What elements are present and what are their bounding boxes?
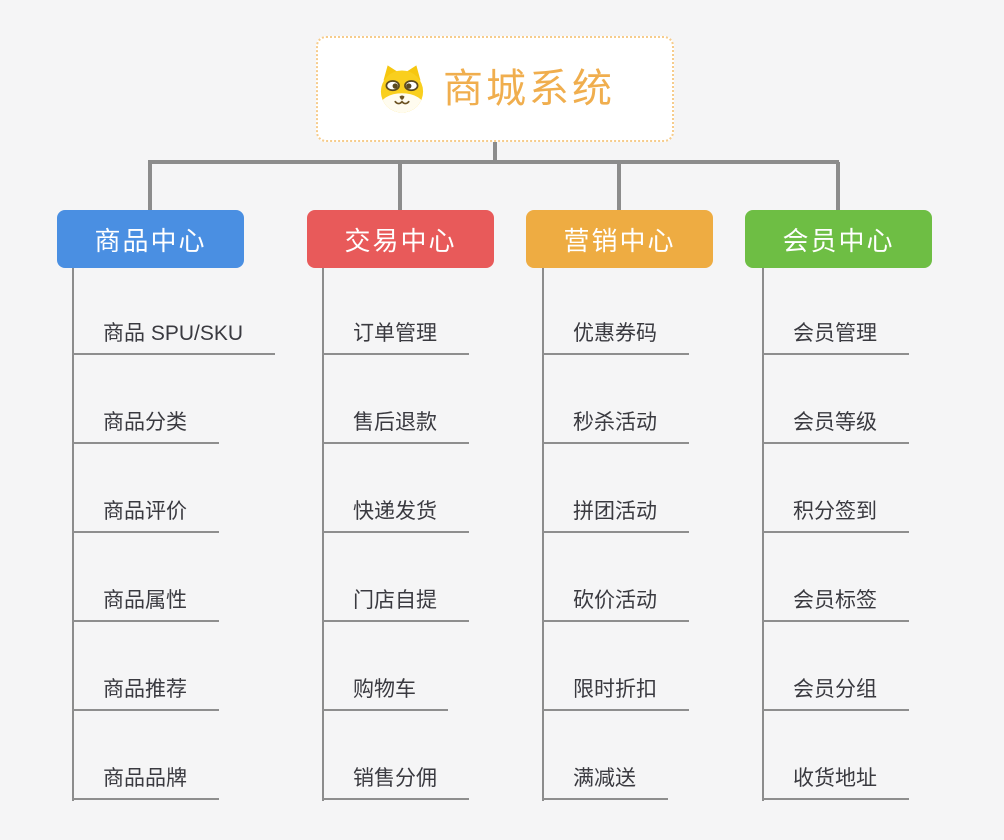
leaf-node[interactable]: 商品推荐 [72, 675, 219, 711]
leaf-node[interactable]: 收货地址 [762, 764, 909, 800]
leaf-node[interactable]: 积分签到 [762, 497, 909, 533]
leaf-node[interactable]: 会员管理 [762, 319, 909, 355]
root-title: 商城系统 [443, 67, 615, 111]
leaf-node[interactable]: 拼团活动 [542, 497, 689, 533]
shiba-dog-icon [375, 62, 429, 116]
leaf-node[interactable]: 优惠券码 [542, 319, 689, 355]
leaf-node[interactable]: 会员等级 [762, 408, 909, 444]
connector-horizontal [148, 160, 839, 164]
leaf-node[interactable]: 商品分类 [72, 408, 219, 444]
leaf-node[interactable]: 售后退款 [322, 408, 469, 444]
leaf-node[interactable]: 会员标签 [762, 586, 909, 622]
connector-drop-branch1 [148, 162, 152, 210]
connector-root-stub [493, 142, 497, 162]
branch-marketing-center[interactable]: 营销中心 [526, 210, 713, 268]
branch-product-center[interactable]: 商品中心 [57, 210, 244, 268]
trunk-branch1 [72, 268, 74, 801]
leaf-node[interactable]: 商品评价 [72, 497, 219, 533]
leaf-node[interactable]: 购物车 [322, 675, 448, 711]
leaf-node[interactable]: 快递发货 [322, 497, 469, 533]
branch1-items: 商品 SPU/SKU 商品分类 商品评价 商品属性 商品推荐 商品品牌 [72, 0, 332, 840]
leaf-node[interactable]: 限时折扣 [542, 675, 689, 711]
connector-drop-branch2 [398, 162, 402, 210]
leaf-node[interactable]: 商品 SPU/SKU [72, 319, 276, 355]
leaf-node[interactable]: 订单管理 [322, 319, 469, 355]
leaf-node[interactable]: 会员分组 [762, 675, 909, 711]
branch-member-center[interactable]: 会员中心 [745, 210, 932, 268]
branch2-items: 订单管理 售后退款 快递发货 门店自提 购物车 销售分佣 [322, 0, 582, 840]
trunk-branch2 [322, 268, 324, 801]
leaf-node[interactable]: 销售分佣 [322, 764, 469, 800]
leaf-node[interactable]: 商品品牌 [72, 764, 219, 800]
branch3-items: 优惠券码 秒杀活动 拼团活动 砍价活动 限时折扣 满减送 [542, 0, 802, 840]
trunk-branch4 [762, 268, 764, 801]
connector-drop-branch4 [836, 162, 840, 210]
leaf-node[interactable]: 秒杀活动 [542, 408, 689, 444]
leaf-node[interactable]: 砍价活动 [542, 586, 689, 622]
branch-trade-center[interactable]: 交易中心 [307, 210, 494, 268]
connector-drop-branch3 [617, 162, 621, 210]
branch4-items: 会员管理 会员等级 积分签到 会员标签 会员分组 收货地址 [762, 0, 1004, 840]
trunk-branch3 [542, 268, 544, 801]
leaf-node[interactable]: 满减送 [542, 764, 668, 800]
leaf-node[interactable]: 门店自提 [322, 586, 469, 622]
leaf-node[interactable]: 商品属性 [72, 586, 219, 622]
root-node[interactable]: 商城系统 [316, 36, 674, 142]
